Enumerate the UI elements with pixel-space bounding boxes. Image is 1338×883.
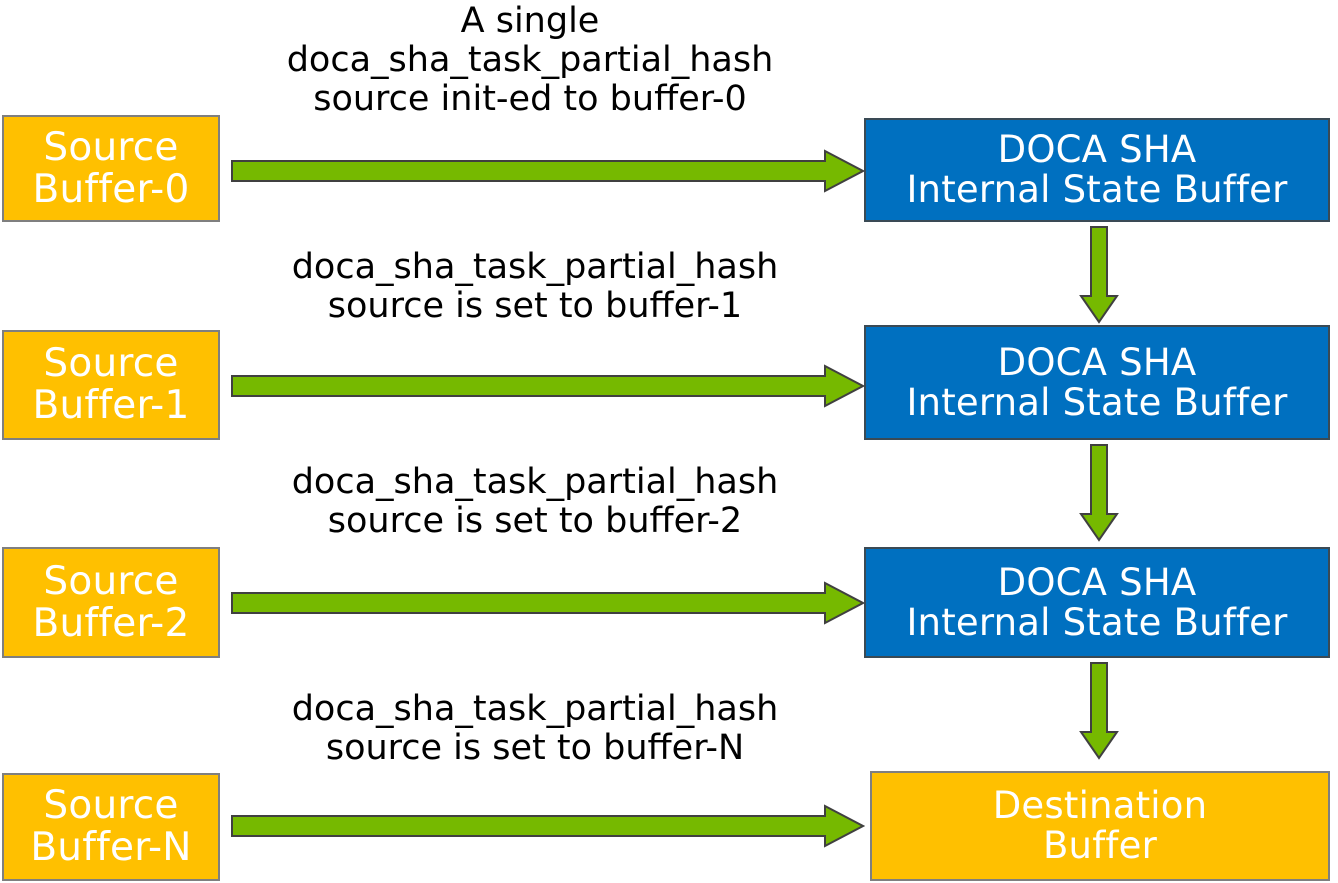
caption-row-3-line-1: doca_sha_task_partial_hash [291,689,779,729]
state-chain-arrow-0 [1078,226,1120,324]
state-chain-arrow-2 [1078,662,1120,760]
caption-row-1-line-2: source is set to buffer-1 [327,286,743,327]
flow-arrow-row-2 [231,580,865,626]
source-buffer-0[interactable]: Source Buffer-0 [2,115,220,222]
caption-row-3-line-2: source is set to buffer-N [325,728,745,769]
sha-internal-state-buffer-2-line-1: DOCA SHA [997,560,1197,604]
flow-arrow-row-0 [231,148,865,194]
caption-row-2-line-1: doca_sha_task_partial_hash [291,462,779,502]
caption-row-1: doca_sha_task_partial_hash source is set… [250,247,820,327]
source-buffer-1-line-1: Source [43,341,179,387]
sha-internal-state-buffer-2[interactable]: DOCA SHA Internal State Buffer [864,547,1330,658]
caption-row-2-line-2: source is set to buffer-2 [327,501,743,542]
state-chain-arrow-1 [1078,444,1120,542]
source-buffer-2-line-1: Source [43,558,179,604]
caption-row-0-line-1: A single [460,1,600,41]
flow-arrow-row-3 [231,803,865,849]
caption-row-3: doca_sha_task_partial_hash source is set… [250,689,820,769]
flow-arrow-row-1 [231,363,865,409]
caption-row-2: doca_sha_task_partial_hash source is set… [250,462,820,542]
sha-internal-state-buffer-0-line-2: Internal State Buffer [906,168,1288,211]
source-buffer-1-line-2: Buffer-1 [32,383,190,428]
source-buffer-2[interactable]: Source Buffer-2 [2,547,220,658]
source-buffer-0-line-1: Source [43,124,179,170]
caption-row-0-line-3: source init-ed to buffer-0 [313,79,747,120]
sha-internal-state-buffer-0[interactable]: DOCA SHA Internal State Buffer [864,118,1330,222]
sha-internal-state-buffer-1[interactable]: DOCA SHA Internal State Buffer [864,325,1330,440]
sha-internal-state-buffer-0-line-1: DOCA SHA [997,128,1197,172]
source-buffer-2-line-2: Buffer-2 [32,600,190,646]
destination-buffer-line-2: Buffer [1042,824,1158,867]
caption-row-1-line-1: doca_sha_task_partial_hash [291,247,779,287]
caption-row-0: A single doca_sha_task_partial_hash sour… [230,1,830,120]
destination-buffer-line-1: Destination [992,784,1208,828]
destination-buffer[interactable]: Destination Buffer [870,771,1330,881]
source-buffer-n-line-2: Buffer-N [30,825,192,870]
source-buffer-n[interactable]: Source Buffer-N [2,773,220,881]
caption-row-0-line-2: doca_sha_task_partial_hash [286,40,774,81]
source-buffer-0-line-2: Buffer-0 [32,166,190,212]
sha-internal-state-buffer-1-line-2: Internal State Buffer [906,380,1288,424]
sha-internal-state-buffer-1-line-1: DOCA SHA [997,340,1197,384]
source-buffer-n-line-1: Source [43,783,179,829]
sha-internal-state-buffer-2-line-2: Internal State Buffer [906,600,1288,644]
source-buffer-1[interactable]: Source Buffer-1 [2,330,220,440]
